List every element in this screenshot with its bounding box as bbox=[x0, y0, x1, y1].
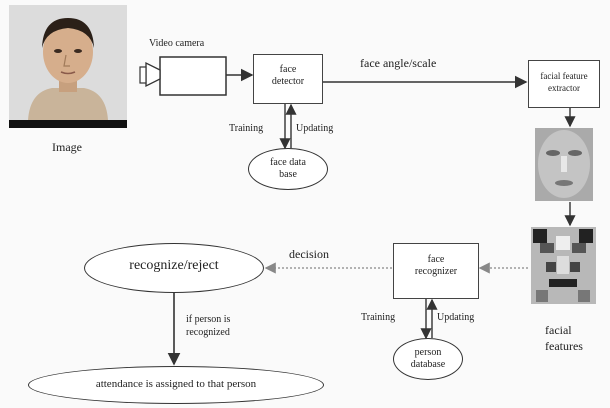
face-recognizer-box bbox=[393, 243, 479, 299]
attendance-label: attendance is assigned to that person bbox=[95, 378, 257, 390]
facial-features-label: facial features bbox=[545, 322, 583, 354]
attendance-ellipse bbox=[28, 366, 324, 404]
normalized-face-image bbox=[535, 128, 593, 201]
person-photo bbox=[9, 5, 127, 128]
face-angle-scale-label: face angle/scale bbox=[360, 56, 437, 70]
face-database-label: face data base bbox=[248, 157, 328, 181]
person-database-line2: database bbox=[410, 359, 446, 370]
if-person-line2: recognized bbox=[186, 327, 230, 338]
face-database-ellipse bbox=[248, 148, 328, 190]
face-recognizer-label: face recognizer bbox=[393, 254, 479, 278]
face-detector-line2: detector bbox=[271, 76, 305, 87]
updating-label-bottom: Updating bbox=[437, 312, 475, 323]
video-camera-icon bbox=[139, 56, 227, 96]
face-database-line2: base bbox=[279, 169, 297, 180]
feature-extractor-box bbox=[528, 60, 600, 108]
face-recognizer-line1: face bbox=[427, 254, 445, 265]
if-person-line1: if person is bbox=[186, 314, 231, 325]
if-person-label: if person is recognized bbox=[186, 313, 230, 339]
recognize-reject-ellipse bbox=[84, 243, 264, 293]
face-database-line1: face data bbox=[270, 157, 306, 168]
person-database-line1: person bbox=[414, 347, 442, 358]
training-label-top: Training bbox=[229, 123, 264, 134]
facial-features-line1: facial bbox=[545, 323, 572, 337]
training-label-bottom: Training bbox=[361, 312, 396, 323]
recognize-reject-label: recognize/reject bbox=[129, 258, 219, 273]
feature-extractor-line2: extractor bbox=[548, 83, 580, 93]
features-image bbox=[531, 227, 596, 304]
person-database-label: person database bbox=[393, 347, 463, 371]
person-database-ellipse bbox=[393, 338, 463, 380]
face-detector-line1: face bbox=[279, 64, 297, 75]
decision-label: decision bbox=[289, 247, 329, 261]
feature-extractor-label: facial feature extractor bbox=[528, 70, 600, 94]
face-detector-label: face detector bbox=[253, 64, 323, 88]
updating-label-top: Updating bbox=[296, 123, 334, 134]
feature-extractor-line1: facial feature bbox=[540, 71, 588, 81]
face-recognizer-line2: recognizer bbox=[414, 266, 458, 277]
face-detector-box bbox=[253, 54, 323, 104]
facial-features-line2: features bbox=[545, 339, 583, 353]
image-caption: Image bbox=[52, 140, 82, 154]
video-camera-label: Video camera bbox=[149, 38, 205, 49]
